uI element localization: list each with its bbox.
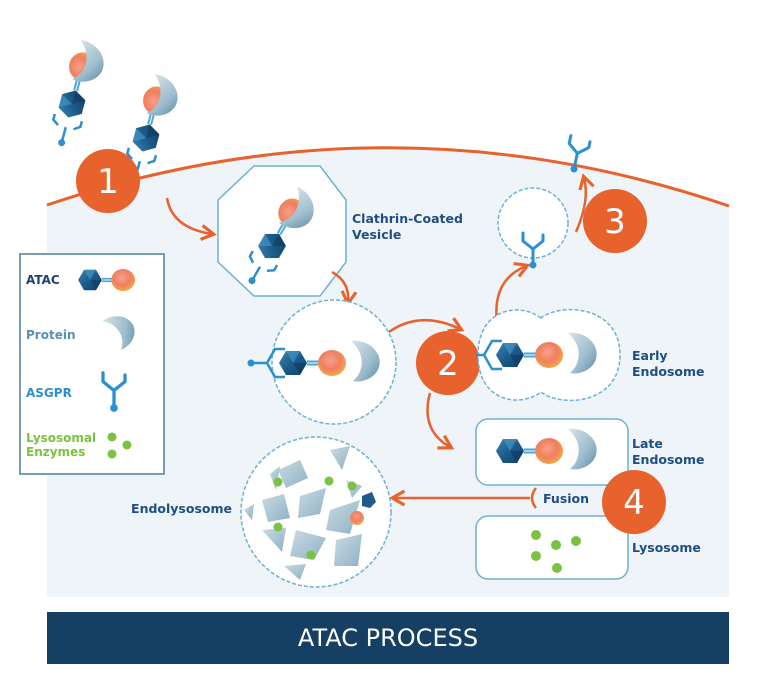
late-endosome — [475, 418, 629, 486]
uncoated-vesicle — [247, 299, 397, 425]
legend-enzymes-label-line1: Lysosomal — [26, 431, 96, 445]
clathrin-vesicle-label-line2: Vesicle — [352, 227, 401, 242]
step-2-badge: 2 — [416, 331, 480, 395]
step-4-badge: 4 — [602, 470, 666, 534]
recycling-vesicle — [497, 187, 569, 270]
endolysosome — [240, 436, 392, 588]
degraded-protein-fragments — [244, 446, 362, 580]
early-endosome — [476, 308, 621, 402]
legend-protein-label: Protein — [26, 328, 76, 342]
diagram-title: ATAC PROCESS — [297, 624, 479, 652]
clathrin-coated-vesicle — [217, 165, 347, 297]
late-endosome-label-line2: Endosome — [632, 452, 705, 467]
step-2-number: 2 — [437, 344, 459, 384]
late-endosome-label-line1: Late — [632, 436, 663, 451]
atac-fragment — [362, 492, 376, 508]
fusion-label: Fusion — [543, 491, 589, 506]
legend: ATAC Protein ASGPR Lysosomal Enzymes — [19, 253, 165, 475]
arrow-to-early-endosome — [388, 317, 465, 334]
step-1-number: 1 — [97, 162, 119, 202]
step-3-number: 3 — [604, 202, 626, 242]
legend-atac-label: ATAC — [26, 273, 60, 287]
endolysosome-label: Endolysosome — [131, 501, 232, 516]
lysosome — [475, 515, 629, 580]
title-banner: ATAC PROCESS — [47, 612, 729, 664]
lysosomal-enzymes-icon — [107, 432, 132, 459]
lysosome-label: Lysosome — [632, 540, 701, 555]
cell-membrane — [46, 146, 730, 208]
step-3-badge: 3 — [583, 189, 647, 253]
extracellular-atac-1 — [51, 39, 109, 147]
arrow-to-recycling-vesicle — [495, 261, 531, 323]
step-4-number: 4 — [623, 483, 645, 523]
step-1-badge: 1 — [76, 149, 140, 213]
arrow-to-late-endosome — [426, 392, 455, 450]
early-endosome-label-line2: Endosome — [632, 364, 705, 379]
arrow-to-uncoated-vesicle — [331, 270, 358, 307]
legend-asgpr-label: ASGPR — [26, 386, 72, 400]
clathrin-vesicle-label-line1: Clathrin-Coated — [352, 211, 463, 226]
arrow-to-clathrin-vesicle — [165, 197, 217, 241]
ligand-fragment — [350, 511, 364, 525]
legend-enzymes-label-line2: Enzymes — [26, 445, 85, 459]
endolysosome-enzymes — [273, 476, 357, 560]
arrow-to-membrane-recycling — [574, 173, 595, 233]
fusion-bracket — [530, 487, 538, 509]
early-endosome-label-line1: Early — [632, 348, 668, 363]
